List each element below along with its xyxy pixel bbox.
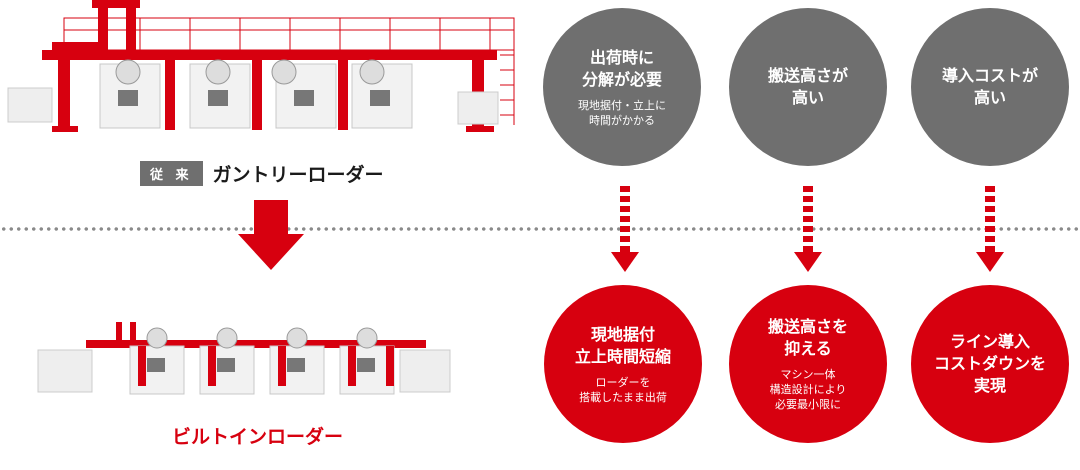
problem-title: 出荷時に 分解が必要 [581, 47, 662, 89]
problem-circle-height: 搬送高さが 高い [729, 8, 887, 166]
solution-circle-height: 搬送高さを 抑える マシン一体 構造設計により 必要最小限に [729, 285, 887, 443]
conventional-tag: 従 来 [140, 161, 203, 186]
solution-subtext: マシン一体 構造設計により 必要最小限に [769, 368, 847, 411]
down-arrow-icon [794, 186, 822, 272]
problem-subtext: 現地据付・立上に 時間がかかる [578, 98, 666, 127]
problem-title: 搬送高さが 高い [767, 66, 848, 107]
down-arrow-icon [976, 186, 1004, 272]
section-divider [0, 226, 1080, 232]
problem-title: 導入コストが 高い [941, 66, 1038, 107]
problem-circle-cost: 導入コストが 高い [911, 8, 1069, 166]
solution-circle-install-time: 現地据付 立上時間短縮 ローダーを 搭載したまま出荷 [544, 285, 702, 443]
conventional-label: 従 来 ガントリーローダー [140, 160, 384, 187]
problem-circle-disassembly: 出荷時に 分解が必要 現地据付・立上に 時間がかかる [543, 8, 701, 166]
builtin-loader-label: ビルトインローダー [172, 426, 344, 448]
solution-title: ライン導入 コストダウンを 実現 [933, 332, 1046, 395]
solution-subtext: ローダーを 搭載したまま出荷 [579, 375, 667, 404]
builtin-loader-illustration [37, 322, 451, 395]
transition-arrow-icon [238, 200, 304, 270]
gantry-loader-illustration [7, 0, 515, 132]
down-arrow-icon [611, 186, 639, 272]
solution-circle-cost: ライン導入 コストダウンを 実現 [911, 285, 1069, 443]
solution-title: 現地据付 立上時間短縮 [574, 324, 671, 366]
solution-title: 搬送高さを 抑える [767, 317, 848, 358]
gantry-loader-label: ガントリーローダー [212, 164, 384, 186]
